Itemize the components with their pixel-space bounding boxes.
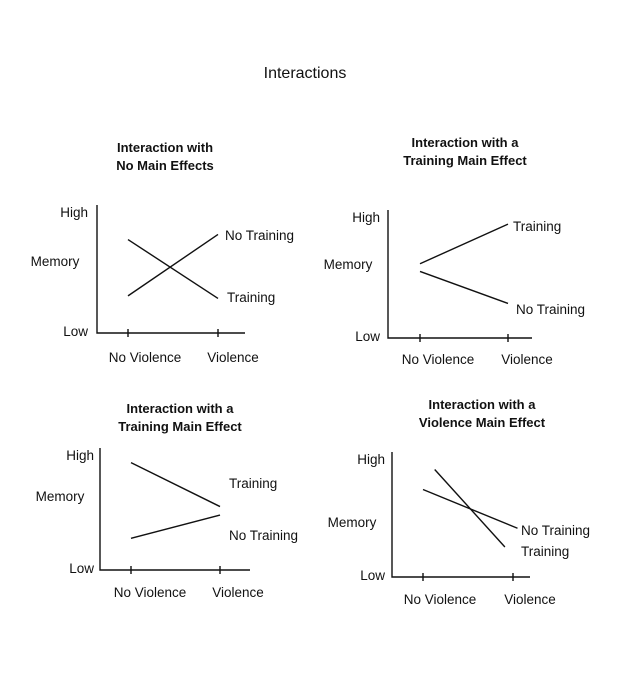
chart-title: Interaction with xyxy=(117,140,213,155)
series-line-training xyxy=(434,469,506,548)
x-tick-label: No Violence xyxy=(109,350,182,365)
chart-axes xyxy=(96,205,245,334)
chart-title: Interaction with a xyxy=(429,397,537,412)
chart-axes xyxy=(99,448,250,571)
page-title: Interactions xyxy=(264,65,347,82)
series-line-training xyxy=(127,238,219,300)
series-label: No Training xyxy=(225,228,294,243)
chart-title: Interaction with a xyxy=(412,135,520,150)
chart-title: Interaction with a xyxy=(127,401,235,416)
y-axis-label: Memory xyxy=(324,257,373,272)
series-label: Training xyxy=(229,476,277,491)
series-label: No Training xyxy=(521,523,590,538)
y-tick-label-low: Low xyxy=(355,329,380,344)
x-tick-label: No Violence xyxy=(114,585,187,600)
x-tick-label: Violence xyxy=(501,352,553,367)
series-label: Training xyxy=(521,544,569,559)
x-tick-label: Violence xyxy=(212,585,264,600)
y-tick-label-low: Low xyxy=(63,324,88,339)
series-line-no-training xyxy=(419,270,509,305)
y-axis-label: Memory xyxy=(328,515,377,530)
y-tick-label-high: High xyxy=(66,448,94,463)
y-tick-label-low: Low xyxy=(360,568,385,583)
y-axis-label: Memory xyxy=(31,254,80,269)
y-tick-label-high: High xyxy=(352,210,380,225)
series-label: No Training xyxy=(516,302,585,317)
x-tick-label: No Violence xyxy=(402,352,475,367)
chart-title: Training Main Effect xyxy=(403,153,527,168)
chart-title: Training Main Effect xyxy=(118,419,242,434)
y-tick-label-high: High xyxy=(357,452,385,467)
series-label: Training xyxy=(513,219,561,234)
series-label: Training xyxy=(227,290,275,305)
chart-title: Violence Main Effect xyxy=(419,415,546,430)
chart-axes xyxy=(387,210,532,339)
series-line-no-training xyxy=(127,233,219,297)
x-tick-label: Violence xyxy=(504,592,556,607)
y-axis-label: Memory xyxy=(36,489,85,504)
x-tick-label: No Violence xyxy=(404,592,477,607)
y-tick-label-low: Low xyxy=(69,561,94,576)
series-label: No Training xyxy=(229,528,298,543)
chart-title: No Main Effects xyxy=(116,158,214,173)
series-line-training xyxy=(419,223,509,265)
series-line-no-training xyxy=(130,514,221,539)
x-tick-label: Violence xyxy=(207,350,259,365)
series-line-training xyxy=(130,462,221,508)
chart-axes xyxy=(391,452,530,578)
y-tick-label-high: High xyxy=(60,205,88,220)
